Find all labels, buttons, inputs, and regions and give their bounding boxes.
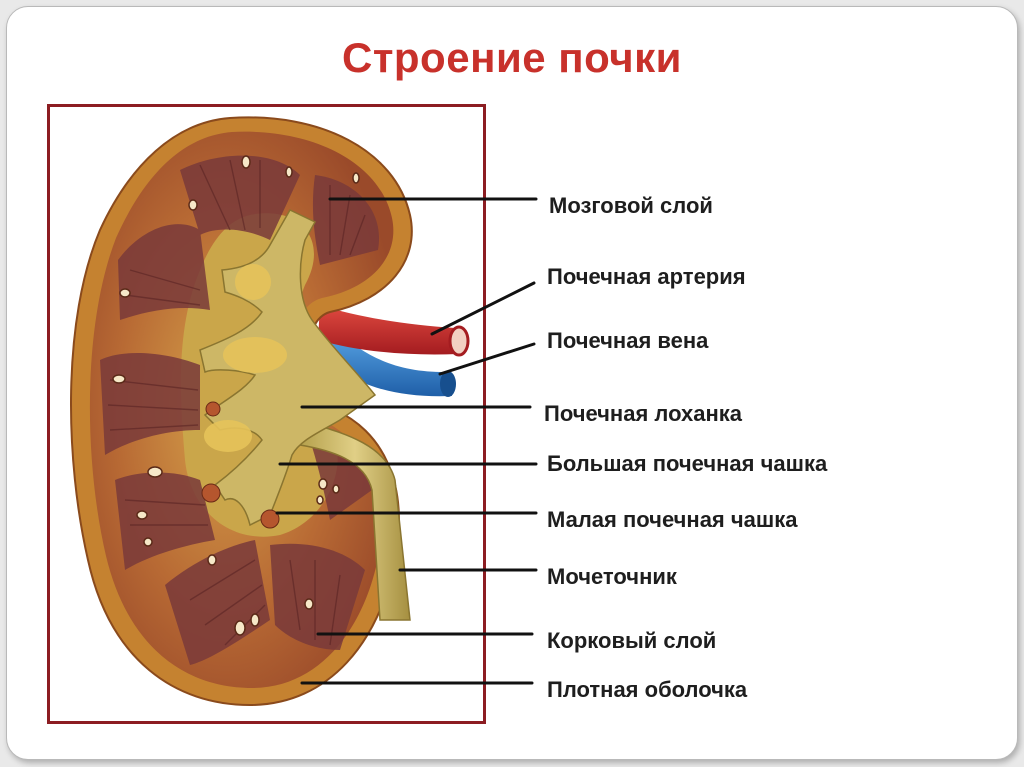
page-title: Строение почки: [342, 34, 682, 81]
leader-lines: [275, 197, 538, 685]
leader-line-renal-artery: [430, 281, 536, 336]
label-renal-pelvis: Почечная лоханка: [544, 401, 742, 426]
label-medulla: Мозговой слой: [549, 193, 713, 218]
leader-line-renal-vein: [438, 342, 536, 376]
papillae: [201, 401, 280, 529]
label-renal-vein: Почечная вена: [547, 328, 709, 353]
renal-artery-vessel: [318, 305, 470, 357]
ureter-tube: [299, 418, 411, 621]
pyramid-striations: [107, 159, 366, 646]
illustration-frame: [47, 104, 486, 724]
label-major-calyx: Большая почечная чашка: [547, 451, 828, 476]
label-minor-calyx: Малая почечная чашка: [547, 507, 798, 532]
label-renal-artery: Почечная артерия: [547, 264, 746, 289]
label-cortex: Корковый слой: [547, 628, 717, 653]
cortical-vessel-openings: [112, 155, 360, 636]
medullary-pyramids: [100, 155, 380, 665]
renal-sinus-fat: [204, 264, 287, 452]
label-ureter: Мочеточник: [547, 564, 677, 589]
label-capsule: Плотная оболочка: [547, 677, 748, 702]
